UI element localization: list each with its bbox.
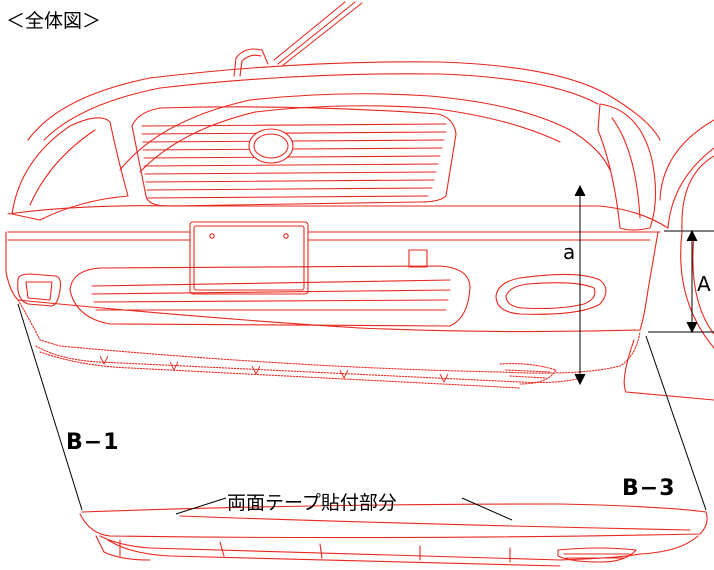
hood-outline bbox=[27, 61, 661, 173]
front-grille bbox=[131, 106, 457, 207]
side-mirror bbox=[233, 48, 269, 77]
leader-line-right bbox=[645, 335, 707, 511]
arrowhead-A-bottom bbox=[686, 321, 698, 334]
annotation-lines bbox=[17, 184, 714, 521]
bumper-body bbox=[5, 205, 669, 333]
callout-leader-left bbox=[175, 497, 227, 515]
part-label-b3: B−3 bbox=[622, 476, 676, 501]
sensor-square bbox=[408, 249, 428, 268]
dimension-label-small-a: a bbox=[563, 240, 576, 264]
diagram-title: ＜全体図＞ bbox=[6, 10, 102, 32]
tape-callout-label: 両面テープ貼付部分 bbox=[227, 492, 397, 514]
fog-lamp-right bbox=[495, 273, 607, 315]
clip-markers bbox=[99, 355, 449, 384]
arrowhead-a-bottom bbox=[574, 373, 586, 386]
license-plate bbox=[189, 221, 309, 295]
dimension-label-large-a: A bbox=[697, 272, 711, 296]
leader-line-left bbox=[17, 303, 83, 511]
lower-air-intake bbox=[69, 265, 471, 327]
arrowhead-a-top bbox=[574, 184, 586, 197]
headlight-right bbox=[597, 103, 657, 231]
headlight-left bbox=[11, 117, 129, 221]
wheel-arch bbox=[623, 119, 714, 401]
windshield-wiper bbox=[273, 1, 363, 67]
callout-leader-right bbox=[461, 497, 513, 521]
installed-spoiler bbox=[17, 299, 641, 389]
arrowhead-A-top bbox=[686, 229, 698, 242]
fog-lamp-left bbox=[17, 273, 62, 307]
part-label-b1: B−1 bbox=[66, 430, 120, 455]
